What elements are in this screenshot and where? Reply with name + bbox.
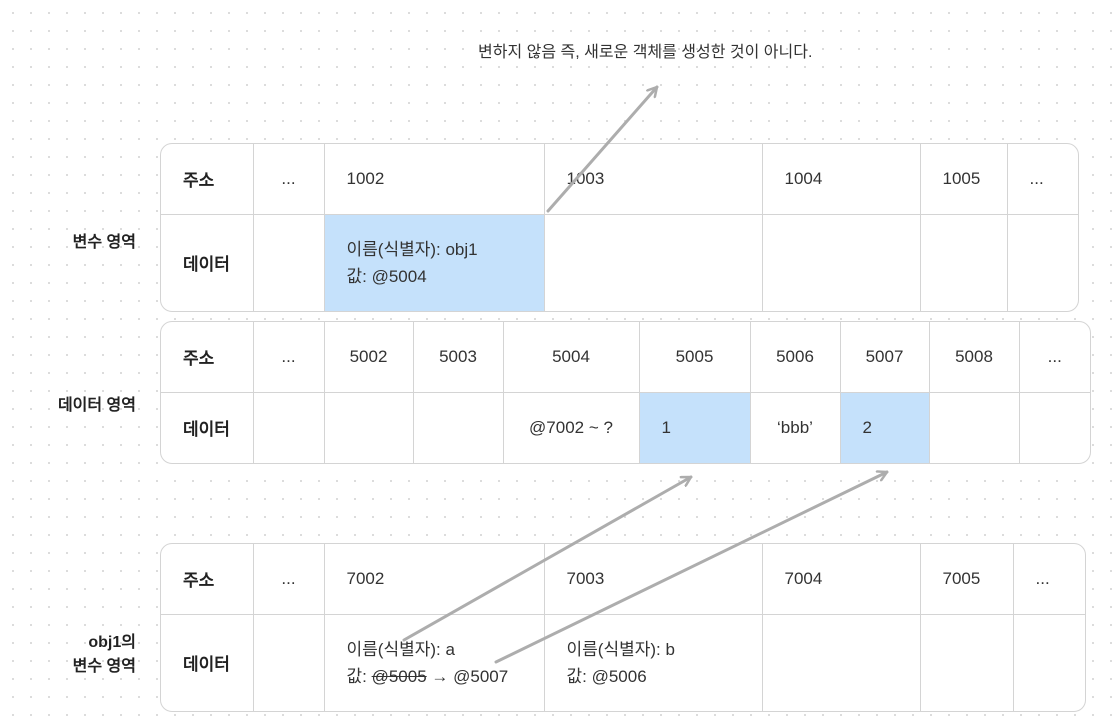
data-cell-5006: ‘bbb’ xyxy=(750,392,841,463)
data-cell-1002: 이름(식별자): obj1 값: @5004 xyxy=(324,214,545,311)
address-cell: 7003 xyxy=(544,544,763,615)
data-cell-5007: 2 xyxy=(840,392,930,463)
address-cell: 1003 xyxy=(544,144,763,215)
data-cell xyxy=(920,614,1014,711)
data-cell xyxy=(1007,214,1078,311)
address-cell: 1002 xyxy=(324,144,545,215)
variable-area-table: 주소 ... 1002 1003 1004 1005 ... 데이터 이름(식별… xyxy=(160,143,1079,312)
data-cell-7002: 이름(식별자): a 값: @5005 → @5007 xyxy=(324,614,545,711)
data-cell xyxy=(762,214,921,311)
address-cell: ... xyxy=(253,322,325,393)
data-cell xyxy=(253,214,325,311)
label-obj1-variable-area: obj1의 변수 영역 xyxy=(16,631,136,679)
obj1-variable-area-table: 주소 ... 7002 7003 7004 7005 ... 데이터 이름(식별… xyxy=(160,543,1086,712)
data-header: 데이터 xyxy=(161,392,254,463)
data-cell-5004: @7002 ~ ? xyxy=(503,392,640,463)
address-cell: ... xyxy=(253,144,325,215)
label-data-area: 데이터 영역 xyxy=(57,397,136,414)
label-variable-area: 변수 영역 xyxy=(72,234,136,251)
value-text: 값: @5006 xyxy=(566,666,647,686)
address-cell: 1005 xyxy=(920,144,1008,215)
address-cell: ... xyxy=(1007,144,1078,215)
data-cell xyxy=(544,214,763,311)
identifier-text: 이름(식별자): obj1 xyxy=(346,239,478,259)
data-cell xyxy=(413,392,504,463)
caption-text: 변하지 않음 즉, 새로운 객체를 생성한 것이 아니다. xyxy=(478,44,813,61)
label-obj1-line2: 변수 영역 xyxy=(72,658,136,675)
address-cell: 5006 xyxy=(750,322,841,393)
data-cell xyxy=(920,214,1008,311)
address-cell: 7004 xyxy=(762,544,921,615)
address-cell: 7002 xyxy=(324,544,545,615)
data-cell xyxy=(762,614,921,711)
identifier-text: 이름(식별자): a xyxy=(346,639,455,659)
data-cell xyxy=(929,392,1020,463)
data-cell xyxy=(324,392,414,463)
address-cell: 5007 xyxy=(840,322,930,393)
address-cell: ... xyxy=(253,544,325,615)
value-text: 값: @5005 → @5007 xyxy=(347,663,544,690)
data-cell-7003: 이름(식별자): b 값: @5006 xyxy=(544,614,763,711)
address-cell: 5003 xyxy=(413,322,504,393)
data-cell-5005: 1 xyxy=(639,392,751,463)
data-cell xyxy=(1013,614,1085,711)
data-header: 데이터 xyxy=(161,614,254,711)
data-cell xyxy=(1019,392,1090,463)
address-cell: 5004 xyxy=(503,322,640,393)
old-value: @5005 xyxy=(371,666,427,686)
address-cell: 5005 xyxy=(639,322,751,393)
address-cell: 5008 xyxy=(929,322,1020,393)
address-cell: ... xyxy=(1013,544,1085,615)
address-header: 주소 xyxy=(161,322,254,393)
address-cell: ... xyxy=(1019,322,1090,393)
data-header: 데이터 xyxy=(161,214,254,311)
address-header: 주소 xyxy=(161,144,254,215)
address-cell: 5002 xyxy=(324,322,414,393)
address-cell: 7005 xyxy=(920,544,1014,615)
data-area-table: 주소 ... 5002 5003 5004 5005 5006 5007 500… xyxy=(160,321,1091,464)
data-cell xyxy=(253,392,325,463)
address-header: 주소 xyxy=(161,544,254,615)
address-cell: 1004 xyxy=(762,144,921,215)
data-cell xyxy=(253,614,325,711)
value-text: 값: @5004 xyxy=(346,266,427,286)
identifier-text: 이름(식별자): b xyxy=(566,639,675,659)
label-obj1-line1: obj1의 xyxy=(88,634,136,651)
new-value: → @5007 xyxy=(426,666,509,686)
value-prefix: 값: xyxy=(346,666,372,686)
